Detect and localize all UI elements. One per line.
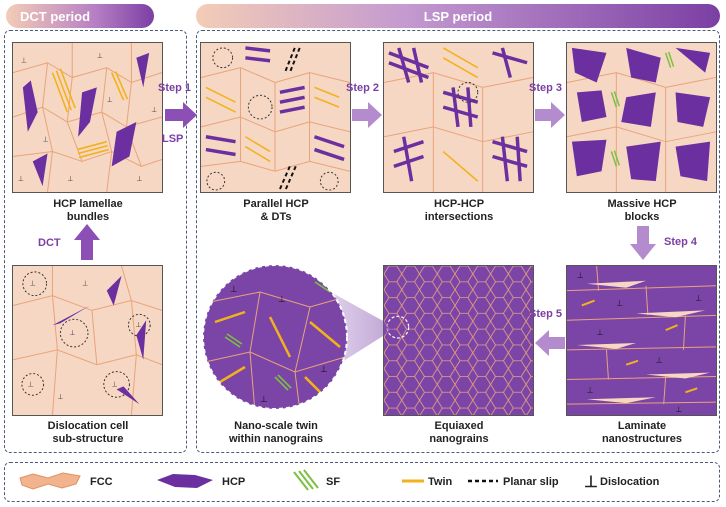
caption-line: Laminate <box>617 420 667 432</box>
svg-text:⊥: ⊥ <box>695 294 702 303</box>
dct-frame <box>4 30 187 453</box>
dct-period-label: DCT period <box>20 8 91 24</box>
caption-line: nanostructures <box>601 433 683 445</box>
caption-line: Equiaxed <box>434 420 484 432</box>
caption-parallel-hcp: Parallel HCP & DTs <box>191 198 361 224</box>
caption-line: sub-structure <box>52 433 124 445</box>
svg-text:⊥: ⊥ <box>57 393 63 401</box>
svg-text:⊥: ⊥ <box>28 380 34 388</box>
step2-arrow-icon <box>352 102 382 128</box>
caption-line: Nano-scale twin <box>234 420 318 432</box>
step1-label: Step 1 <box>158 82 192 94</box>
caption-line: bundles <box>66 211 110 223</box>
step1-sub-label: LSP <box>162 133 184 145</box>
caption-line: Dislocation cell <box>47 420 129 432</box>
caption-line: within nanograins <box>228 433 324 445</box>
svg-text:⊥: ⊥ <box>18 175 24 183</box>
svg-text:⊥: ⊥ <box>151 106 157 114</box>
lsp-frame <box>196 30 720 453</box>
hcp-legend-icon <box>157 474 213 488</box>
lsp-period-header: LSP period <box>196 4 720 28</box>
svg-text:⊥: ⊥ <box>676 405 683 414</box>
planar-slip-legend-icon <box>468 479 498 483</box>
svg-text:⊥: ⊥ <box>97 52 103 60</box>
svg-text:⊥: ⊥ <box>136 175 142 183</box>
step1-arrow-icon <box>165 102 197 128</box>
caption-nanoscale-twin: Nano-scale twin within nanograins <box>191 420 361 446</box>
panel-dislocation-cell: ⊥ ⊥ ⊥ ⊥ ⊥ ⊥ ⊥ <box>12 265 163 416</box>
caption-dislocation-cell: Dislocation cell sub-structure <box>3 420 173 446</box>
svg-text:⊥: ⊥ <box>587 385 594 394</box>
legend-fcc: FCC <box>90 476 113 488</box>
svg-text:⊥: ⊥ <box>597 328 604 337</box>
svg-text:⊥: ⊥ <box>21 57 27 65</box>
svg-text:⊥: ⊥ <box>577 271 584 280</box>
step5-label: Step 5 <box>529 308 563 320</box>
panel-massive-hcp <box>566 42 717 193</box>
svg-text:⊥: ⊥ <box>320 365 328 375</box>
caption-line: & DTs <box>260 211 292 223</box>
legend-planar-slip: Planar slip <box>503 476 559 488</box>
dct-arrow-icon <box>74 224 100 260</box>
caption-line: HCP lamellae <box>53 198 123 210</box>
svg-text:⊥: ⊥ <box>616 298 623 307</box>
dislocation-legend-icon: ⊥ <box>584 474 598 491</box>
legend-twin: Twin <box>428 476 453 488</box>
sf-legend-icon <box>293 469 319 491</box>
svg-text:⊥: ⊥ <box>43 136 49 144</box>
svg-text:⊥: ⊥ <box>260 395 268 405</box>
caption-line: nanograins <box>429 433 489 445</box>
caption-line: Massive HCP <box>607 198 677 210</box>
svg-text:⊥: ⊥ <box>656 356 663 365</box>
svg-text:⊥: ⊥ <box>135 321 141 329</box>
legend-sf: SF <box>326 476 341 488</box>
step3-label: Step 3 <box>529 82 563 94</box>
caption-line: Parallel HCP <box>243 198 309 210</box>
step3-arrow-icon <box>535 102 565 128</box>
legend-hcp: HCP <box>222 476 246 488</box>
dct-period-header: DCT period <box>6 4 154 28</box>
caption-laminate: Laminate nanostructures <box>557 420 726 446</box>
panel-hcp-lamellae: ⊥ ⊥ ⊥ ⊥ ⊥ ⊥ ⊥ ⊥ <box>12 42 163 193</box>
step2-label: Step 2 <box>346 82 380 94</box>
panel-equiaxed <box>383 265 534 416</box>
caption-hcp-intersections: HCP-HCP intersections <box>374 198 544 224</box>
svg-text:⊥: ⊥ <box>82 280 88 288</box>
caption-line: intersections <box>424 211 494 223</box>
svg-text:⊥: ⊥ <box>278 295 286 305</box>
legend-dislocation: Dislocation <box>600 476 660 488</box>
panel-nanoscale-twin: ⊥ ⊥ ⊥ ⊥ <box>202 264 348 410</box>
panel-parallel-hcp <box>200 42 351 193</box>
panel-laminate: ⊥ ⊥ ⊥ ⊥ ⊥ ⊥ ⊥ <box>566 265 717 416</box>
dct-arrow-label: DCT <box>38 237 61 249</box>
twin-legend-icon <box>402 479 424 483</box>
svg-text:⊥: ⊥ <box>30 280 36 288</box>
svg-text:⊥: ⊥ <box>112 380 118 388</box>
fcc-legend-icon <box>19 472 81 490</box>
legend-frame <box>4 462 720 502</box>
caption-equiaxed: Equiaxed nanograins <box>374 420 544 446</box>
panel-hcp-intersections <box>383 42 534 193</box>
caption-line: blocks <box>624 211 660 223</box>
step5-arrow-icon <box>535 330 565 356</box>
caption-massive-hcp: Massive HCP blocks <box>557 198 726 224</box>
caption-hcp-lamellae: HCP lamellae bundles <box>3 198 173 224</box>
step4-arrow-icon <box>630 226 656 260</box>
svg-text:⊥: ⊥ <box>230 285 238 295</box>
svg-text:⊥: ⊥ <box>69 329 75 337</box>
step4-label: Step 4 <box>664 236 698 248</box>
lsp-period-label: LSP period <box>423 8 493 24</box>
caption-line: HCP-HCP <box>433 198 485 210</box>
svg-text:⊥: ⊥ <box>107 96 113 104</box>
svg-text:⊥: ⊥ <box>67 175 73 183</box>
